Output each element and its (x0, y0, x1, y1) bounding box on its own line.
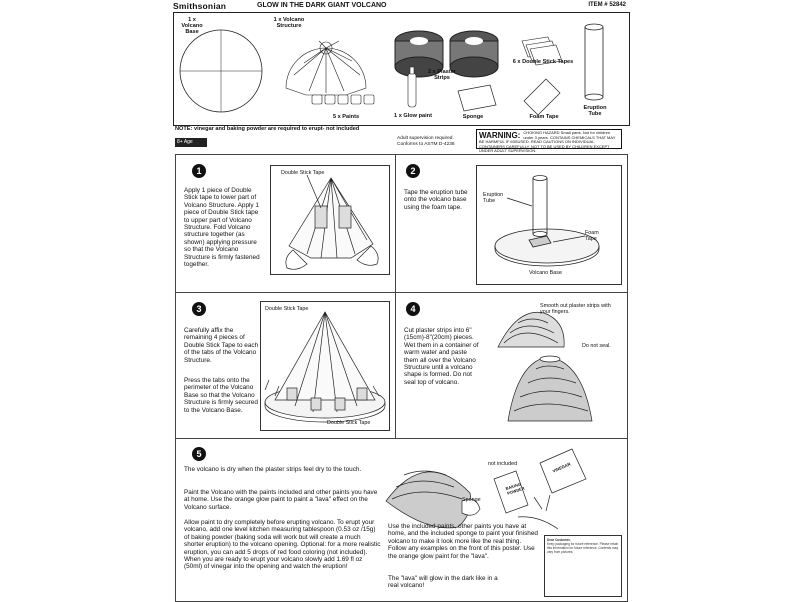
contact-body: Keep packaging for future reference. Ple… (547, 542, 619, 554)
customer-contact-box: Dear Customer, Keep packaging for future… (544, 535, 622, 597)
brand-logo: Smithsonian (173, 1, 226, 11)
label-sponge: Sponge (458, 114, 488, 120)
label-glow-paint: 1 x Glow paint (388, 113, 438, 119)
eruption-tube-drawing (585, 24, 603, 100)
step-5-text-4: Use the included paints, other paints yo… (388, 523, 538, 560)
paints-drawing (312, 95, 374, 104)
label-paints: 5 x Paints (326, 114, 366, 120)
step-4-text: Cut plaster strips into 6"(15cm)-8"(20cm… (404, 327, 480, 386)
step-3-text-2: Press the tabs onto the perimeter of the… (184, 377, 262, 414)
step-5-callout-not-included: not included (488, 461, 517, 467)
volcano-base-drawing (180, 30, 262, 112)
step-3-callout-top: Double Stick Tape (265, 306, 308, 312)
label-foam-tape: Foam Tape (526, 114, 562, 120)
step-4-callout-seal: Do not seal. (582, 343, 611, 349)
step-3-panel: 3 Carefully affix the remaining 4 pieces… (175, 292, 397, 440)
item-number: ITEM # 52842 (588, 2, 626, 8)
warning-box: WARNING: CHOKING HAZARD Small parts. Not… (476, 129, 622, 149)
step-4-panel: 4 Cut plaster strips into 6"(15cm)-8"(20… (395, 292, 628, 440)
label-eruption-tube: Eruption Tube (580, 105, 610, 117)
step-2-illustration: Eruption Tube Foam Tape Volcano Base (476, 165, 622, 285)
step-1-panel: 1 Apply 1 piece of Double Stick tape to … (175, 154, 397, 294)
sponge-drawing (458, 85, 496, 111)
step-5-panel: 5 The volcano is dry when the plaster st… (175, 438, 628, 602)
step-2-text: Tape the eruption tube onto the volcano … (404, 189, 474, 211)
required-note: NOTE: vinegar and baking powder are requ… (175, 126, 359, 132)
age-badge: 8+ Age Grade 8+ (175, 138, 207, 147)
step-1-number: 1 (192, 164, 206, 178)
parts-illustration (174, 13, 629, 125)
header: Smithsonian GLOW IN THE DARK GIANT VOLCA… (171, 0, 630, 12)
foam-tape-drawing (524, 79, 560, 115)
step-3-number: 3 (192, 302, 206, 316)
step-3-callout-bottom: Double Stick Tape (327, 420, 370, 426)
step-3-text-1: Carefully affix the remaining 4 pieces o… (184, 327, 260, 364)
adult-supervision: Adult supervision required. Conforms to … (397, 136, 475, 147)
label-double-stick-tapes: 6 x Double Stick Tapes (508, 59, 578, 65)
step-2-callout-foam: Foam Tape (585, 230, 605, 242)
label-plaster-strips: 2 x Plaster Strips (428, 69, 456, 81)
step-2-number: 2 (406, 164, 420, 178)
label-volcano-structure: 1 x Volcano Structure (271, 17, 307, 29)
step-2-panel: 2 Tape the eruption tube onto the volcan… (395, 154, 628, 294)
step-1-illustration: Double Stick Tape (270, 165, 390, 275)
step-3-illustration: Double Stick Tape Double Stick Tape (260, 301, 390, 431)
volcano-structure-drawing (286, 41, 366, 95)
step-4-callout-smooth: Smooth out plaster strips with your fing… (540, 303, 616, 315)
step-1-callout: Double Stick Tape (281, 170, 324, 176)
step-1-text: Apply 1 piece of Double Stick tape to lo… (184, 187, 260, 268)
instruction-sheet: Smithsonian GLOW IN THE DARK GIANT VOLCA… (171, 0, 630, 600)
parts-list: 1 x Volcano Base 1 x Volcano Structure 5… (173, 12, 630, 126)
step-4-illustration: Smooth out plaster strips with your fing… (484, 303, 620, 431)
product-title: GLOW IN THE DARK GIANT VOLCANO (257, 2, 387, 9)
step-2-callout-tube: Eruption Tube (483, 192, 507, 204)
step-4-number: 4 (406, 302, 420, 316)
label-volcano-base: 1 x Volcano Base (180, 17, 204, 35)
step-2-callout-base: Volcano Base (529, 270, 562, 276)
step-5-callout-sponge: Sponge (462, 497, 481, 503)
step-5-text-5: The "lava" will glow in the dark like in… (388, 575, 498, 590)
